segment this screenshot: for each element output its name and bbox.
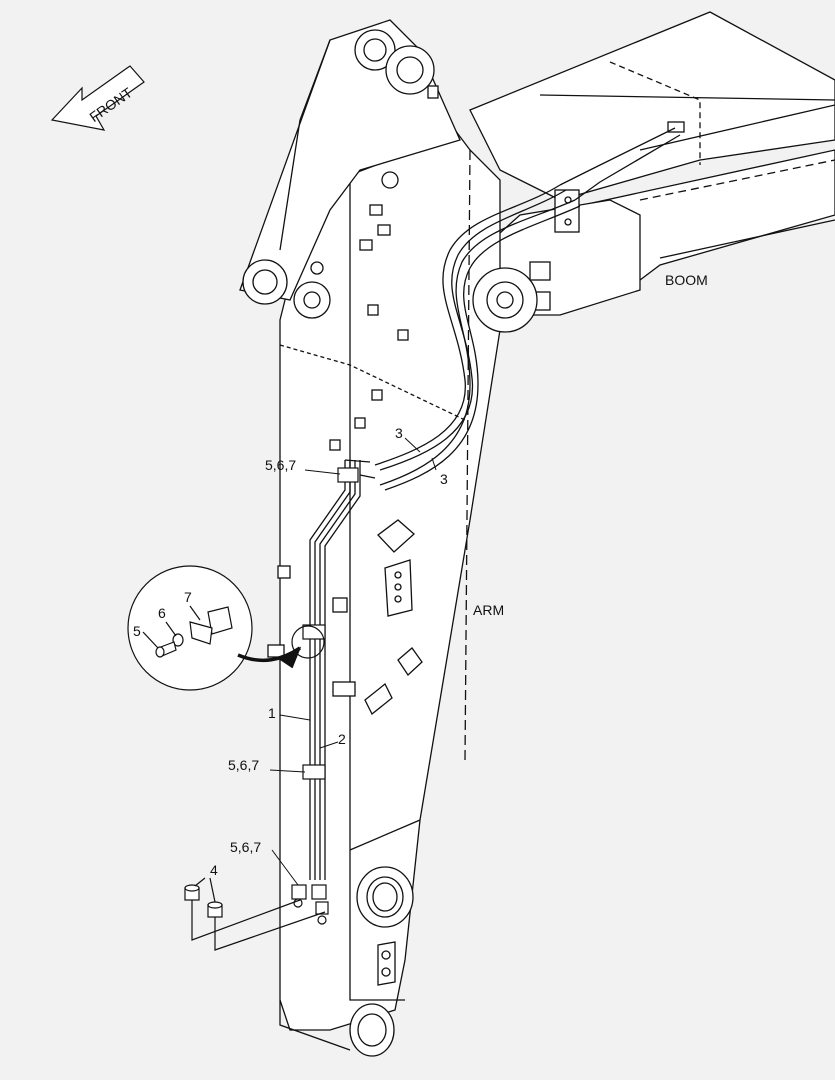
clamps: [291, 467, 359, 925]
callout-part-2: 2: [338, 731, 346, 747]
callout-part-6: 6: [158, 605, 166, 621]
arm-structure: ARM: [239, 19, 538, 1057]
boom-label: BOOM: [665, 272, 708, 288]
front-direction-arrow: FRONT: [50, 65, 145, 131]
leader-lines: [269, 437, 437, 886]
callout-5-6-7-lower: 5,6,7: [230, 839, 261, 855]
callout-part-3-lower: 3: [440, 471, 448, 487]
callout-5-6-7-middle: 5,6,7: [228, 757, 259, 773]
callout-part-4: 4: [210, 862, 218, 878]
callout-part-7: 7: [184, 589, 192, 605]
callout-part-3-upper: 3: [395, 425, 403, 441]
arm-label: ARM: [473, 602, 504, 618]
callouts: 5,6,7 5,6,7 5,6,7 1 2 3 3 4 5 6 7: [133, 425, 448, 878]
hoses-part-3: [374, 121, 685, 491]
clamp-detail-view: [127, 565, 325, 691]
callout-part-5: 5: [133, 623, 141, 639]
boom-structure: BOOM: [469, 11, 835, 316]
fittings-part-4: [184, 877, 326, 951]
callout-5-6-7-upper: 5,6,7: [265, 457, 296, 473]
callout-part-1: 1: [268, 705, 276, 721]
